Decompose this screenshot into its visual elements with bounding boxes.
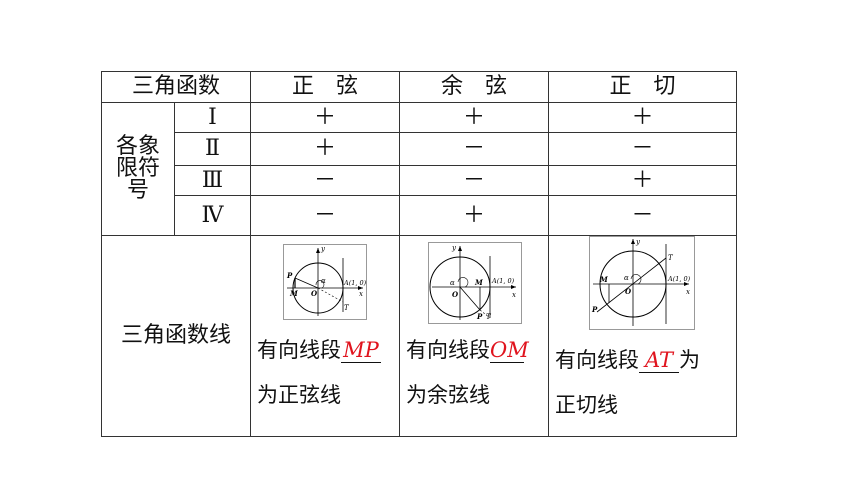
quadrant-cell: Ⅳ	[174, 195, 251, 236]
origin-label: O	[452, 290, 459, 299]
description-suffix: 为	[679, 348, 700, 372]
sine-sign: ＋	[250, 132, 400, 166]
x-axis-label: x	[512, 291, 516, 299]
quadrant-sign-label: 各象 限符 号	[101, 102, 175, 236]
angle-alpha-label: α	[321, 277, 326, 285]
cosine-sign: ＋	[399, 195, 549, 236]
header-sine: 正 弦	[250, 71, 400, 103]
cosine-unit-circle-diagram: y x O A(1, 0) M P T α	[428, 242, 522, 324]
point-t-label: T	[486, 313, 492, 321]
description-line2: 为余弦线	[406, 383, 490, 408]
tangent-unit-circle-diagram: y x O A(1, 0) M P T α	[589, 236, 695, 330]
quadrant-cell: Ⅰ	[174, 102, 251, 133]
description-line2: 正切线	[555, 393, 618, 418]
header-trig-function: 三角函数	[101, 71, 251, 103]
description-prefix: 有向线段	[555, 348, 639, 372]
description-line2: 为正弦线	[257, 383, 341, 408]
angle-alpha-label: α	[450, 279, 455, 287]
point-a-label: A(1, 0)	[491, 277, 515, 285]
header-cosine: 余 弦	[399, 71, 549, 103]
sine-sign: －	[250, 195, 400, 236]
sine-sign: ＋	[250, 102, 400, 133]
point-m-label: M	[474, 278, 483, 287]
header-row: 三角函数 正 弦 余 弦 正 切	[101, 71, 737, 103]
point-a-label: A(1, 0)	[343, 279, 367, 287]
cosine-sign: －	[399, 132, 549, 166]
header-tangent: 正 切	[548, 71, 737, 103]
y-axis-label: y	[320, 245, 326, 253]
cosine-answer-blank: OM	[490, 338, 529, 364]
cosine-line-description: 有向线段OM 为余弦线	[406, 338, 529, 408]
trig-lines-label: 三角函数线	[101, 235, 251, 437]
quadrant-cell: Ⅲ	[174, 165, 251, 196]
sine-answer-blank: MP	[341, 338, 381, 364]
quadrant-label-line: 限符	[115, 156, 160, 181]
sine-unit-circle-diagram: y x O A(1, 0) M P T α	[283, 244, 367, 320]
point-a-label: A(1, 0)	[667, 275, 691, 283]
description-prefix: 有向线段	[406, 338, 490, 362]
tangent-sign: ＋	[548, 102, 737, 133]
quadrant-label-line: 各象	[115, 134, 160, 159]
y-axis-label: y	[451, 244, 457, 252]
cosine-line-cell: y x O A(1, 0) M P T α 有向线段OM 为余弦线	[399, 235, 549, 437]
table-row: Ⅱ ＋ － －	[102, 132, 737, 166]
point-t-label: T	[344, 304, 350, 312]
cosine-sign: －	[399, 165, 549, 196]
tangent-sign: ＋	[548, 165, 737, 196]
table-row: 各象 限符 号 Ⅰ ＋ ＋ ＋	[101, 102, 737, 236]
point-t-label: T	[668, 254, 674, 262]
tangent-sign: －	[548, 195, 737, 236]
tangent-answer-blank: AT	[639, 348, 679, 374]
cosine-sign: ＋	[399, 102, 549, 133]
tangent-sign: －	[548, 132, 737, 166]
table-row: Ⅲ － － ＋	[102, 165, 737, 196]
sine-sign: －	[250, 165, 400, 196]
table-row: Ⅳ － ＋ －	[102, 195, 737, 236]
point-p-label: P	[591, 305, 598, 314]
angle-alpha-label: α	[624, 274, 629, 282]
x-axis-label: x	[359, 290, 363, 298]
origin-label: O	[625, 287, 632, 296]
x-axis-label: x	[686, 288, 690, 296]
point-p-label: P	[476, 312, 483, 321]
quadrant-label-line: 号	[126, 178, 149, 203]
point-m-label: M	[599, 275, 608, 284]
origin-label: O	[311, 289, 318, 298]
trig-sign-table: 三角函数 正 弦 余 弦 正 切 各象 限符 号 Ⅰ ＋ ＋ ＋ Ⅱ ＋ － －…	[101, 71, 737, 437]
trig-lines-row: 三角函数线 y x O	[101, 235, 737, 437]
y-axis-label: y	[635, 238, 641, 246]
point-m-label: M	[289, 289, 298, 298]
quadrant-cell: Ⅱ	[174, 132, 251, 166]
point-p-label: P	[286, 271, 293, 280]
description-prefix: 有向线段	[257, 338, 341, 362]
